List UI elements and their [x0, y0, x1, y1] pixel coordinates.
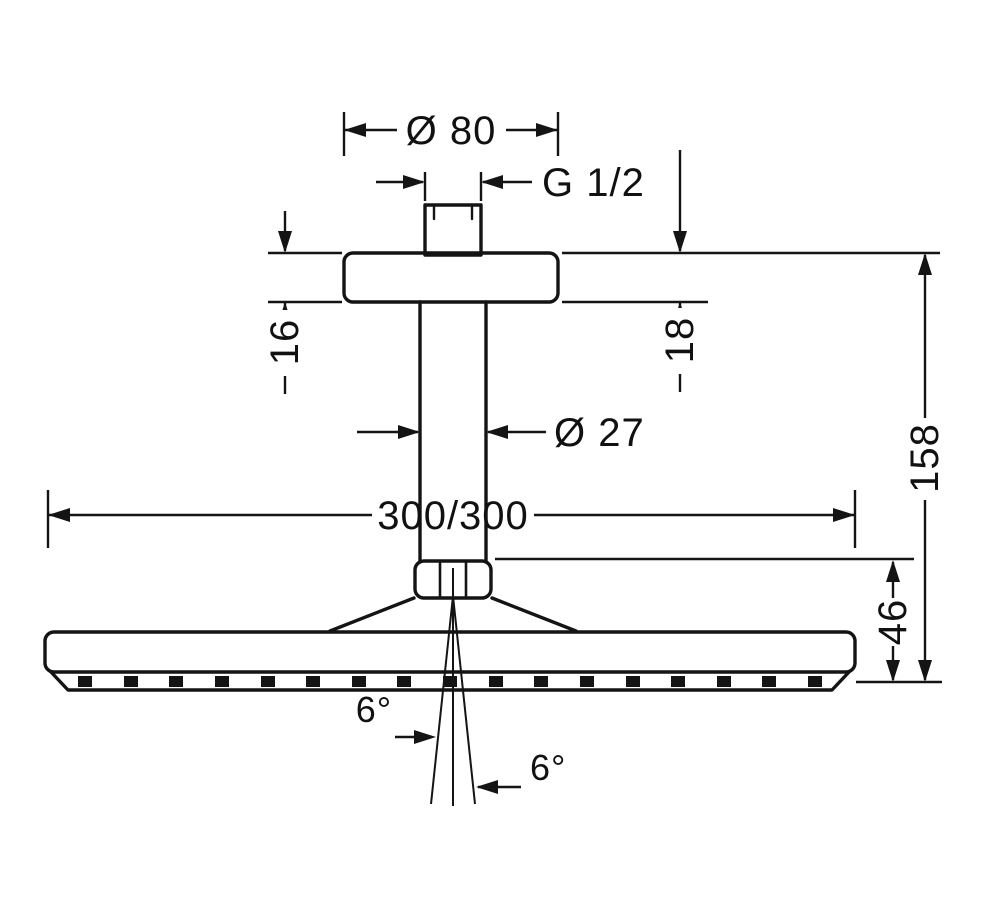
dimension-spray-angle-left: 6° [356, 689, 436, 744]
nozzle [306, 676, 320, 687]
nozzle-row [78, 676, 822, 687]
thread-connector [423, 203, 483, 257]
dimension-head-size: 300/300 [46, 490, 857, 548]
dim-label-plate-thickness-left: 16 [263, 319, 307, 366]
shower-head-body [43, 630, 857, 674]
nozzle [808, 676, 822, 687]
dimension-plate-thickness-left: 16 [263, 211, 342, 394]
spray-angle-lines [430, 568, 476, 806]
dimension-plate-diameter: Ø 80 [342, 109, 560, 156]
dimension-installation-height: 158 [856, 253, 947, 684]
dimension-head-height: 46 [495, 557, 915, 682]
nozzle [215, 676, 229, 687]
nozzle [534, 676, 548, 687]
dim-label-pipe-diameter: Ø 27 [554, 411, 645, 455]
ceiling-plate [342, 251, 560, 304]
dim-label-spray-angle-left: 6° [356, 689, 392, 730]
nozzle [78, 676, 92, 687]
dimension-thread: G 1/2 [376, 161, 645, 205]
nozzle [124, 676, 138, 687]
dimension-plate-thickness-right: 18 [562, 150, 940, 392]
dim-label-head-height: 46 [871, 599, 915, 646]
dimension-pipe-diameter: Ø 27 [357, 411, 645, 455]
dim-label-installation-height: 158 [903, 423, 947, 493]
mounting-cone [328, 596, 578, 633]
spray-line-left [430, 595, 454, 805]
nozzle [489, 676, 503, 687]
dim-label-head-size: 300/300 [377, 494, 529, 538]
nozzle [580, 676, 594, 687]
nozzle [762, 676, 776, 687]
nozzle [626, 676, 640, 687]
nozzle [261, 676, 275, 687]
nozzle [169, 676, 183, 687]
dim-label-plate-diameter: Ø 80 [406, 109, 497, 153]
nozzle [443, 676, 457, 687]
spray-face [49, 670, 851, 692]
dim-label-spray-angle-right: 6° [530, 747, 566, 788]
nozzle [717, 676, 731, 687]
nozzle [671, 676, 685, 687]
nozzle [397, 676, 411, 687]
nozzle [352, 676, 366, 687]
dim-label-plate-thickness-right: 18 [658, 317, 702, 364]
dimension-spray-angle-right: 6° [476, 747, 566, 794]
spray-line-right [452, 595, 476, 805]
dim-label-thread: G 1/2 [542, 161, 645, 205]
